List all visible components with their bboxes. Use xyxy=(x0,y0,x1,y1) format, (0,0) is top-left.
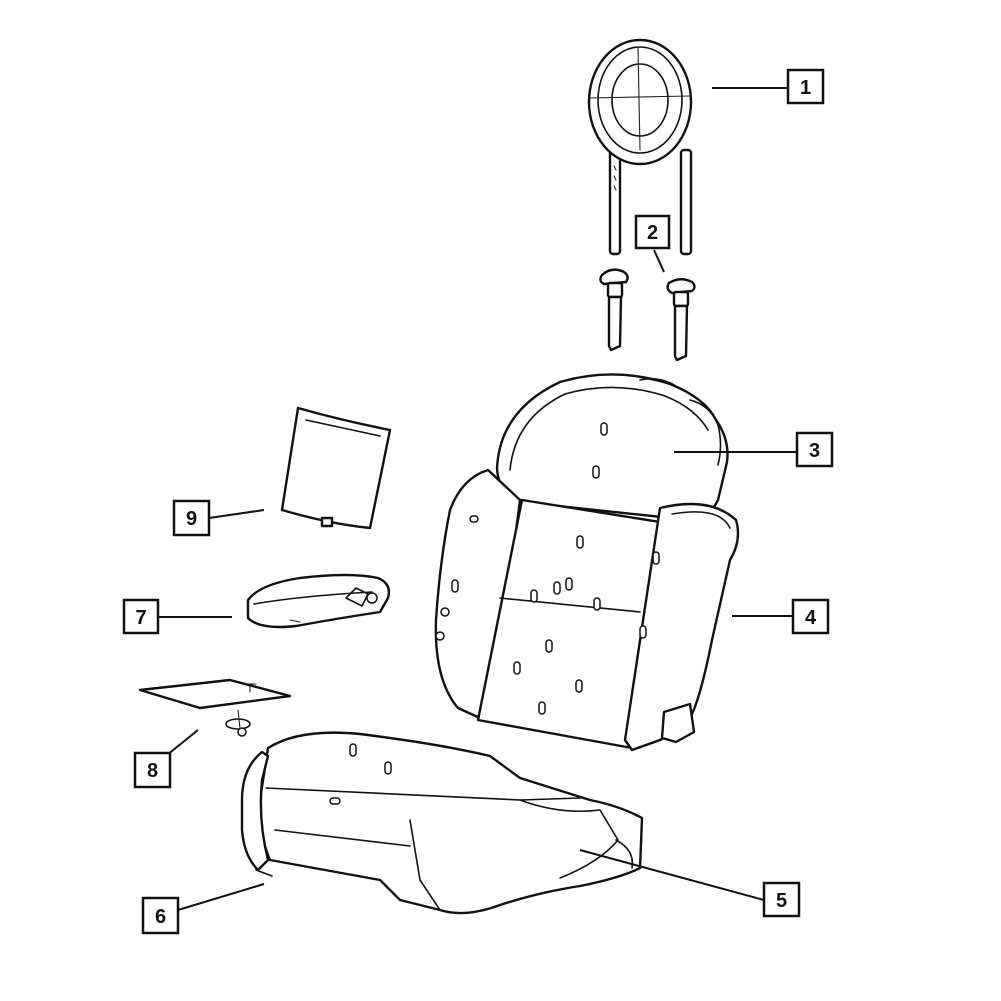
headrest-guide-sleeves xyxy=(599,268,696,362)
callout-5: 5 xyxy=(762,881,801,918)
callout-1: 1 xyxy=(786,68,825,105)
seat-back-assembly xyxy=(434,468,740,752)
seat-heater-pad xyxy=(138,678,292,737)
callout-2: 2 xyxy=(634,214,671,250)
callout-6: 6 xyxy=(141,896,180,935)
seat-frame-part xyxy=(240,750,273,877)
headrest-part xyxy=(587,38,693,256)
callout-8-label: 8 xyxy=(147,760,158,782)
side-shield-part xyxy=(246,573,391,629)
seat-cushion-part xyxy=(258,731,644,915)
callout-7-label: 7 xyxy=(135,607,146,629)
callout-6-label: 6 xyxy=(155,906,166,928)
callout-3: 3 xyxy=(795,431,834,468)
callout-7: 7 xyxy=(122,598,160,635)
callout-8: 8 xyxy=(133,751,172,789)
callout-4: 4 xyxy=(791,598,830,635)
callout-4-label: 4 xyxy=(805,607,817,629)
callout-5-label: 5 xyxy=(776,890,787,912)
seat-back-panel xyxy=(280,406,392,530)
callout-2-label: 2 xyxy=(647,222,658,244)
callout-9-label: 9 xyxy=(186,508,197,530)
callout-1-label: 1 xyxy=(800,77,811,99)
seat-back-upper-cover xyxy=(495,373,729,522)
callout-9: 9 xyxy=(172,499,211,537)
leader-lines xyxy=(158,87,797,911)
callout-3-label: 3 xyxy=(809,440,820,462)
